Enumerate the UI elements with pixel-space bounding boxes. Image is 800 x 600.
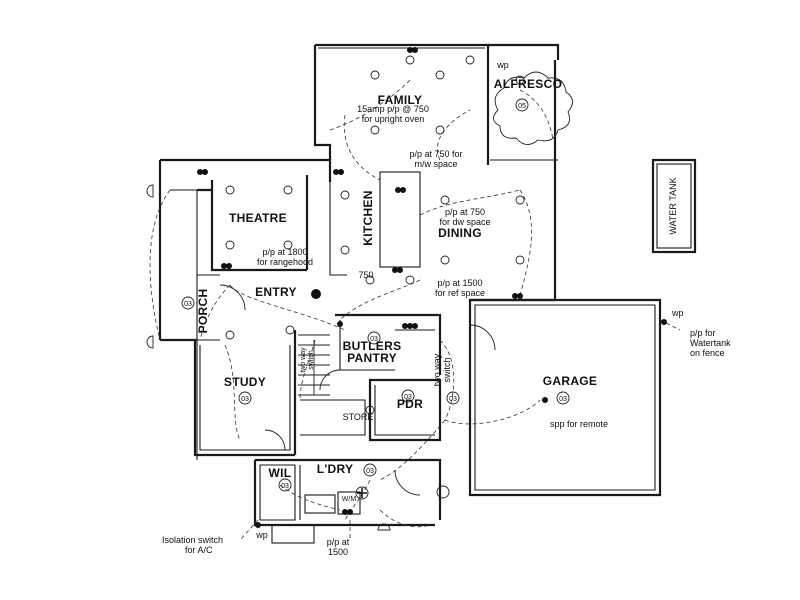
door-swings [219,284,496,496]
note-two-way-line2: switch [442,357,452,382]
porch-circuit: 03 [184,301,192,308]
room-pantry: PANTRY [347,351,397,365]
alfresco-circuit: 05 [518,103,526,110]
note-tank-line1: p/p for [690,328,716,338]
numbered-lights: 05 03 03 03 03 03 03 03 03 [181,98,570,499]
note-wp-ac: wp [255,530,268,540]
room-family: FAMILY [378,93,423,107]
note-range-line1: p/p at 1800 [262,247,307,257]
note-stair-two-way-line1: two way [300,347,307,373]
stairs [298,334,330,396]
note-iso-line2: for A/C [185,545,213,555]
note-fridge-line2: for ref space [435,288,485,298]
room-porch: PORCH [196,289,210,334]
room-alfresco: ALFRESCO [494,77,562,91]
note-two-way-line1: two way [432,353,442,386]
pdr-circuit: 03 [404,394,412,401]
note-tank-line3: on fence [690,348,725,358]
note-range-line2: for rangehood [257,257,313,267]
tree-symbol [493,71,573,145]
note-dw-line2: for dw space [439,217,490,227]
butlers-circuit: 03 [370,336,378,343]
room-butlers: BUTLERS [343,339,402,353]
room-store: STORE [343,412,374,422]
room-study: STUDY [224,375,266,389]
room-theatre: THEATRE [229,211,287,225]
room-kitchen: KITCHEN [361,190,375,245]
exhaust-fan-icon [311,289,369,500]
note-wp-garage: wp [671,308,684,318]
room-dining: DINING [438,226,482,240]
study-circuit: 03 [241,396,249,403]
note-tank-line2: Watertank [690,338,731,348]
note-fridge-line1: p/p at 1500 [437,278,482,288]
note-wm-line2: 1500 [328,547,348,557]
note-mw-line2: m/w space [414,159,457,169]
note-750: 750 [358,270,373,280]
room-wil: WIL [269,466,292,480]
two-way-circuit: 03 [449,396,457,403]
downlights [225,55,525,415]
room-pdr: PDR [397,397,423,411]
room-entry: ENTRY [255,285,297,299]
note-stair-two-way-line2: switch [308,350,315,370]
external-lights [146,184,391,531]
wil-circuit: 03 [281,483,289,490]
walls [158,43,697,544]
annotation-notes: 15amp p/p @ 750 for upright oven p/p at … [162,60,731,557]
note-wp-alfresco: wp [496,60,509,70]
note-iso-line1: Isolation switch [162,535,223,545]
room-laundry: L'DRY [317,462,354,476]
note-remote: spp for remote [550,419,608,429]
water-tank-label: WATER TANK [668,177,678,234]
room-garage: GARAGE [543,374,597,388]
note-oven-line1: 15amp p/p @ 750 [357,104,429,114]
power-points [197,47,667,528]
note-wm-label: W/M [342,496,357,503]
room-labels: FAMILY ALFRESCO THEATRE KITCHEN DINING E… [196,77,678,480]
laundry-circuit: 03 [366,468,374,475]
garage-circuit: 03 [559,396,567,403]
note-mw-line1: p/p at 750 for [409,149,462,159]
note-oven-line2: for upright oven [362,114,425,124]
note-dw-line1: p/p at 750 [445,207,485,217]
note-wm-line1: p/p at [327,537,350,547]
